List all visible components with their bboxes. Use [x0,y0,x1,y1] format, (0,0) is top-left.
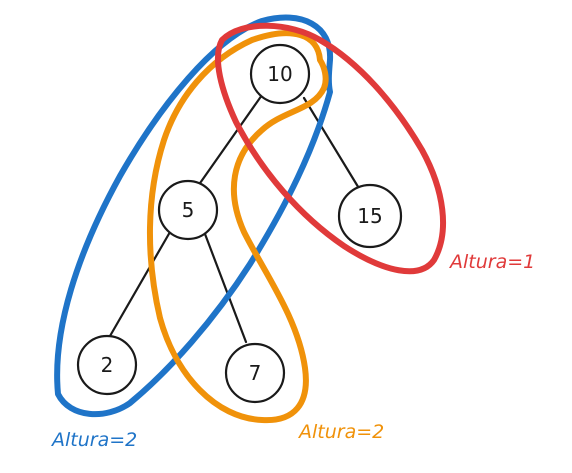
node-2: 2 [76,334,138,396]
node-15: 15 [337,183,403,249]
node-15-label: 15 [357,204,382,228]
red-height-loop [214,22,447,275]
node-10-label: 10 [267,62,292,86]
edge-10-15 [302,96,362,192]
edge-5-7 [203,232,248,344]
blue-height-label: Altura=2 [50,429,137,451]
node-5: 5 [157,179,219,241]
orange-height-loop [147,30,329,424]
edge-10-5 [196,93,264,188]
node-10: 10 [249,43,311,105]
red-height-label: Altura=1 [448,251,535,273]
edge-5-2 [108,230,172,338]
node-2-label: 2 [101,353,114,377]
orange-height-label: Altura=2 [297,421,384,443]
node-5-label: 5 [182,198,195,222]
node-7: 7 [224,342,286,404]
node-7-label: 7 [249,361,262,385]
blue-height-loop [54,14,334,418]
